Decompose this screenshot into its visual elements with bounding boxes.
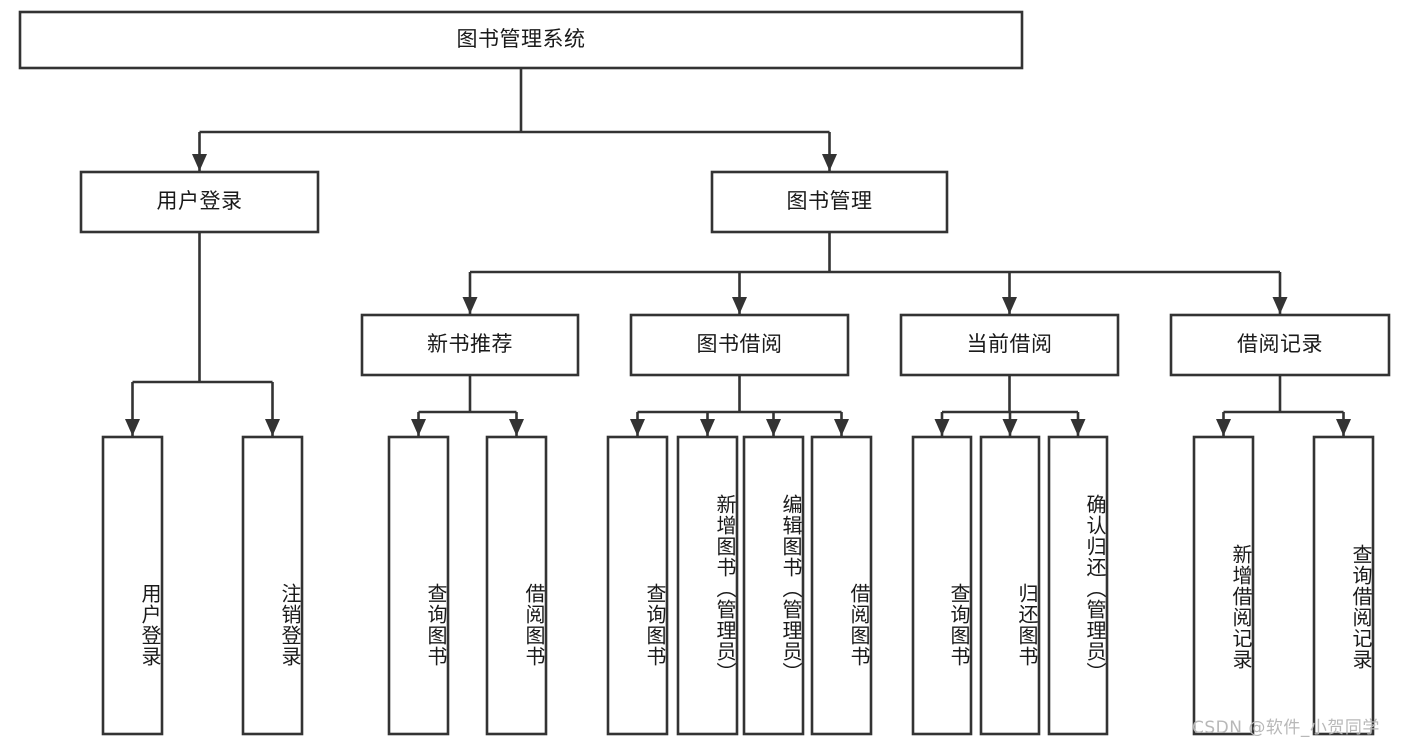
node-box-level3-2 [899,313,1120,377]
leaf-box-4 [606,435,669,736]
leaf-box-12 [1312,435,1375,736]
arrow-head-icon-leaf-当前借阅-1 [1002,419,1018,436]
leaf-box-1 [241,435,304,736]
arrow-head-icon-level3-2 [1002,297,1017,314]
arrow-head-icon-leaf-当前借阅-2 [1070,419,1086,436]
arrow-head-icon-leaf-图书借阅-1 [700,419,715,436]
node-box-level2-1 [710,170,949,234]
arrow-head-icon-level3-1 [732,297,747,314]
node-box-level2-0 [79,170,320,234]
arrow-head-icon-leaf-当前借阅-0 [934,419,950,436]
arrow-head-icon-leaf-图书借阅-0 [630,419,645,436]
leaf-box-11 [1192,435,1255,736]
arrow-head-icon-level3-0 [462,297,478,314]
node-box-level3-0 [360,313,580,377]
leaf-box-5 [676,435,739,736]
arrow-head-icon-leaf-用户登录-0 [125,419,140,436]
node-box-level3-3 [1169,313,1391,377]
arrow-head-icon-leaf-图书借阅-3 [834,419,849,436]
connectors-layer [125,68,1351,436]
arrow-head-icon-level2-1 [822,154,837,171]
leaf-box-0 [101,435,164,736]
arrow-head-icon-leaf-图书借阅-2 [766,419,781,436]
arrow-head-icon-leaf-借阅记录-1 [1336,419,1351,436]
arrow-head-icon-leaf-新书推荐-1 [509,419,524,436]
arrow-head-icon-level3-3 [1272,297,1288,314]
arrow-head-icon-leaf-用户登录-1 [265,419,280,436]
arrow-head-icon-leaf-新书推荐-0 [411,419,426,436]
leaf-box-8 [911,435,973,736]
leaf-box-6 [742,435,805,736]
node-box-root [18,10,1024,70]
csdn-watermark: CSDN @软件_小贺同学 [1192,718,1380,738]
node-box-level3-1 [629,313,850,377]
arrow-head-icon-leaf-借阅记录-0 [1216,419,1231,436]
leaf-box-9 [979,435,1041,736]
boxes-layer [18,10,1391,736]
leaf-box-10 [1047,435,1109,736]
leaf-box-3 [485,435,548,736]
arrow-head-icon-level2-0 [192,154,207,171]
leaf-box-2 [387,435,450,736]
leaf-box-7 [810,435,873,736]
